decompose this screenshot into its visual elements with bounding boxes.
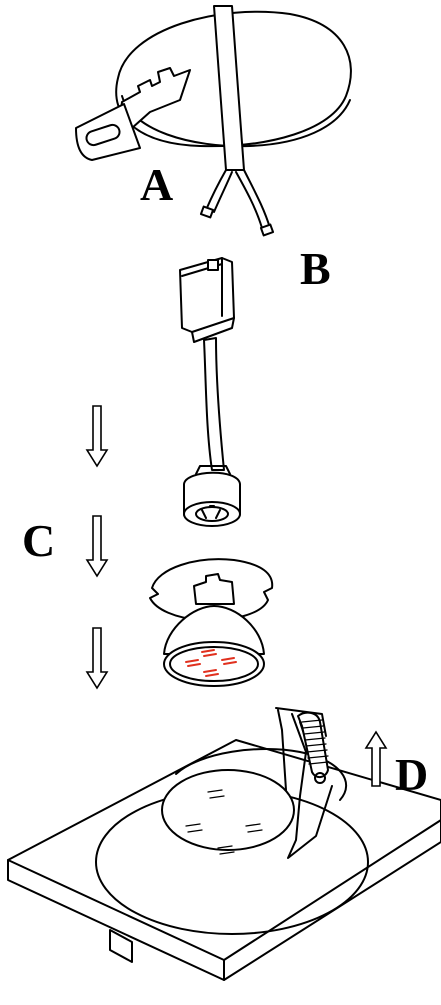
step-label-c: C xyxy=(22,515,56,566)
down-arrow-icon xyxy=(85,515,109,578)
down-arrow-icon xyxy=(85,627,109,690)
down-arrow-icon xyxy=(85,405,109,468)
terminal-block xyxy=(179,257,235,343)
spring-clip xyxy=(275,707,333,859)
step-label-b: B xyxy=(300,243,331,294)
step-label-a: A xyxy=(140,159,174,210)
hole-saw-tool xyxy=(75,67,191,161)
gu10-socket xyxy=(183,465,241,527)
step-label-d: D xyxy=(395,749,429,800)
socket-cable xyxy=(203,337,225,471)
gu10-led-lamp xyxy=(163,573,265,687)
up-arrow-icon xyxy=(364,730,388,787)
power-cable xyxy=(199,5,275,237)
recessed-frame xyxy=(7,739,441,981)
